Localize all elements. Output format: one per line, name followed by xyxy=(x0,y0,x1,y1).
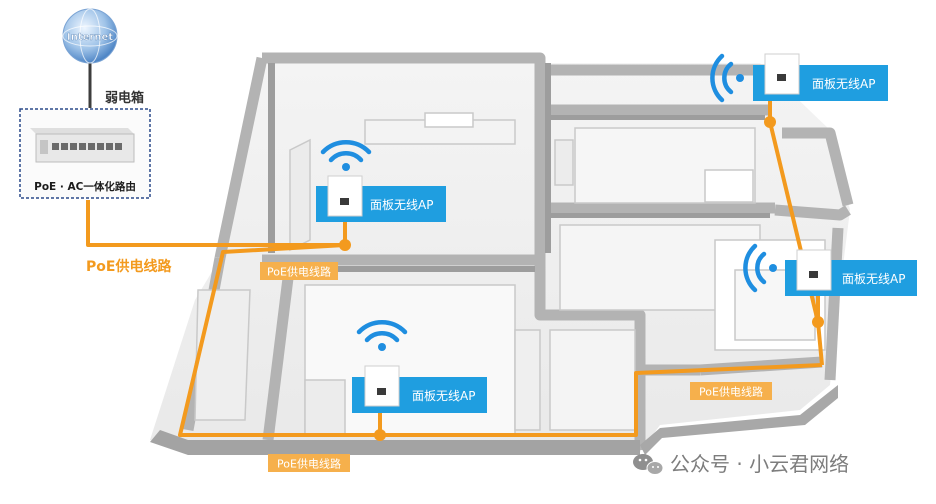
wifi-icon xyxy=(743,243,777,293)
internet-globe: Internet xyxy=(62,8,118,108)
box-title: 弱电箱 xyxy=(105,90,144,106)
router-device xyxy=(30,128,135,163)
junction-dot xyxy=(339,239,351,251)
floor-plan xyxy=(150,52,854,455)
watermark: 公众号 · 小云君网络 xyxy=(633,452,849,476)
wall-faces xyxy=(268,63,770,272)
poe-tag-3: PoE供电线路 xyxy=(690,382,772,400)
ap-device xyxy=(364,365,400,407)
router-label: PoE · AC一体化路由 xyxy=(34,180,136,193)
ap-label: 面板无线AP xyxy=(812,77,875,91)
poe-junctions xyxy=(339,116,824,441)
ap-device xyxy=(327,175,363,217)
wifi-icon xyxy=(356,320,408,351)
wifi-icon xyxy=(320,140,372,171)
ap-unit-2: 面板无线AP xyxy=(352,320,487,413)
poe-tag-1-text: PoE供电线路 xyxy=(267,265,331,279)
junction-dot xyxy=(374,429,386,441)
junction-dot xyxy=(812,316,824,328)
poe-line-trunk xyxy=(86,200,345,247)
poe-tag-1: PoE供电线路 xyxy=(260,262,338,280)
wechat-icon xyxy=(633,454,664,475)
poe-main-label: PoE供电线路 xyxy=(86,258,172,275)
internet-label: Internet xyxy=(67,32,113,43)
ap-unit-4: 面板无线AP xyxy=(743,243,917,296)
outer-wall-right-front xyxy=(640,385,838,455)
outer-wall-front xyxy=(150,430,640,455)
ap-unit-1: 面板无线AP xyxy=(316,140,446,222)
watermark-text: 公众号 · 小云君网络 xyxy=(670,452,849,476)
poe-tag-3-text: PoE供电线路 xyxy=(699,385,763,399)
weak-current-box: 弱电箱 PoE · AC一体化路由 xyxy=(19,90,151,199)
ap-unit-3: 面板无线AP xyxy=(710,53,888,103)
poe-tag-2-text: PoE供电线路 xyxy=(277,457,341,471)
ap-label: 面板无线AP xyxy=(412,389,475,403)
junction-dot xyxy=(764,116,776,128)
ap-device xyxy=(796,249,832,291)
wifi-icon xyxy=(710,53,744,103)
ap-label: 面板无线AP xyxy=(842,272,905,286)
ap-label: 面板无线AP xyxy=(370,198,433,212)
poe-tag-2: PoE供电线路 xyxy=(268,454,350,472)
